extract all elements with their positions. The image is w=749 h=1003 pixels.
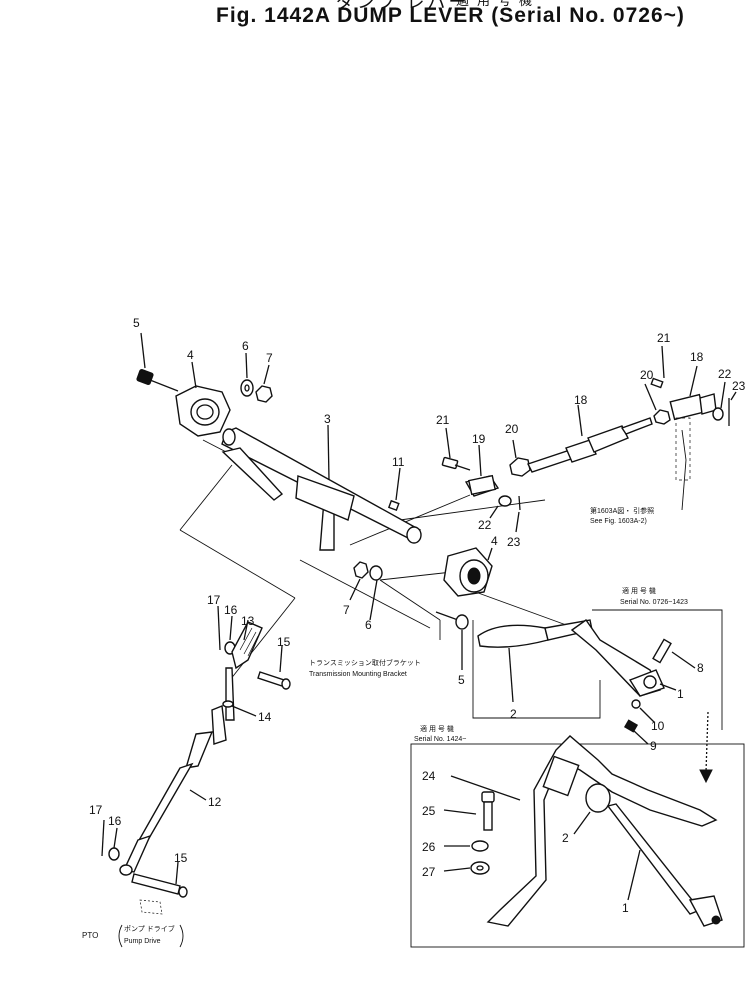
part-5-bolt (136, 332, 179, 392)
callout-18: 18 (574, 393, 588, 407)
callout-7: 7 (266, 351, 273, 365)
part-4-lower-bracket (443, 547, 493, 597)
callout-9: 9 (650, 739, 657, 753)
callout-18-right: 18 (690, 350, 704, 364)
part-3-main-shaft (221, 424, 422, 551)
callout-5-lower: 5 (458, 673, 465, 687)
pump-bracket-right (179, 924, 184, 948)
callout-2-lower: 2 (562, 831, 569, 845)
callout-3: 3 (324, 412, 331, 426)
callout-13: 13 (241, 614, 255, 628)
callout-20-right: 20 (640, 368, 654, 382)
part-5-lower-bolt (435, 611, 469, 670)
serial-japanese: 適用号機 (456, 0, 541, 8)
connection-lines (179, 429, 687, 681)
callout-19: 19 (472, 432, 486, 446)
callout-labels: 5 4 6 7 3 11 21 19 20 18 21 18 20 22 23 … (89, 316, 746, 915)
callout-17-lower: 17 (89, 803, 103, 817)
part-1-lever-arm (570, 619, 696, 745)
bracket-note-ja: トランスミッション取付ブラケット (309, 658, 421, 667)
callout-23: 23 (507, 535, 521, 549)
serial-frame-lower (410, 735, 745, 948)
part-22-23-mid (489, 495, 521, 533)
callout-24: 24 (422, 769, 436, 783)
pump-drive-ja: ポンプ ドライブ (124, 924, 175, 933)
callout-23-right: 23 (732, 379, 746, 393)
pump-drive: Pump Drive (124, 938, 161, 945)
title-japanese: ダンプ レバー (336, 0, 470, 12)
callout-21-right: 21 (657, 331, 671, 345)
callout-25: 25 (422, 804, 436, 818)
part-4-upper-bracket (175, 361, 231, 437)
part-18-right-clevis (644, 345, 737, 481)
pump-bracket-left (118, 924, 123, 948)
see-fig-note: See Fig. 1603A-2) (590, 518, 647, 525)
callout-20: 20 (505, 422, 519, 436)
callout-1: 1 (677, 687, 684, 701)
callout-16: 16 (224, 603, 238, 617)
callout-14: 14 (258, 710, 272, 724)
callout-11: 11 (392, 455, 405, 469)
figure-header: ダンプ レバー 適用号機 Fig. 1442A DUMP LEVER (Seri… (0, 0, 749, 40)
serial-upper: Serial No. 0726~1423 (620, 599, 688, 606)
part-18-20-rod (509, 404, 653, 477)
serial-upper-ja: 適 用 号 機 (622, 586, 656, 595)
part-6-7-upper (240, 352, 273, 403)
serial-lower-ja: 適 用 号 機 (420, 724, 454, 733)
callout-27: 27 (422, 865, 436, 879)
callout-26: 26 (422, 840, 436, 854)
callout-1-lower: 1 (622, 901, 629, 915)
callout-2: 2 (510, 707, 517, 721)
callout-10: 10 (651, 719, 665, 733)
callout-12: 12 (208, 795, 222, 809)
pto-label: PTO (82, 931, 98, 940)
callout-6: 6 (242, 339, 249, 353)
callout-22-right: 22 (718, 367, 732, 381)
callout-4-lower: 4 (491, 534, 498, 548)
callout-15: 15 (277, 635, 291, 649)
callout-22: 22 (478, 518, 492, 532)
lower-left-linkage (101, 605, 291, 915)
part-11-pin (387, 467, 401, 512)
callout-7-lower: 7 (343, 603, 350, 617)
callout-6-lower: 6 (365, 618, 372, 632)
callout-16-lower: 16 (108, 814, 122, 828)
callout-4: 4 (187, 348, 194, 362)
callout-15-lower: 15 (174, 851, 188, 865)
callout-17: 17 (207, 593, 221, 607)
see-fig-note-ja: 第1603A図・ 引参照 (590, 506, 654, 515)
part-6-7-lower (349, 561, 383, 621)
serial-lower: Serial No. 1424~ (414, 736, 466, 743)
serial-frame-upper (472, 609, 723, 784)
figure-title: Fig. 1442A DUMP LEVER (Serial No. 0726~) (216, 4, 685, 27)
callout-8: 8 (697, 661, 704, 675)
callout-21: 21 (436, 413, 450, 427)
bracket-note: Transmission Mounting Bracket (309, 671, 407, 678)
part-19-clevis (441, 427, 500, 497)
callout-5: 5 (133, 316, 140, 330)
diagram-notes: 第1603A図・ 引参照 See Fig. 1603A-2) トランスミッション… (82, 506, 688, 948)
